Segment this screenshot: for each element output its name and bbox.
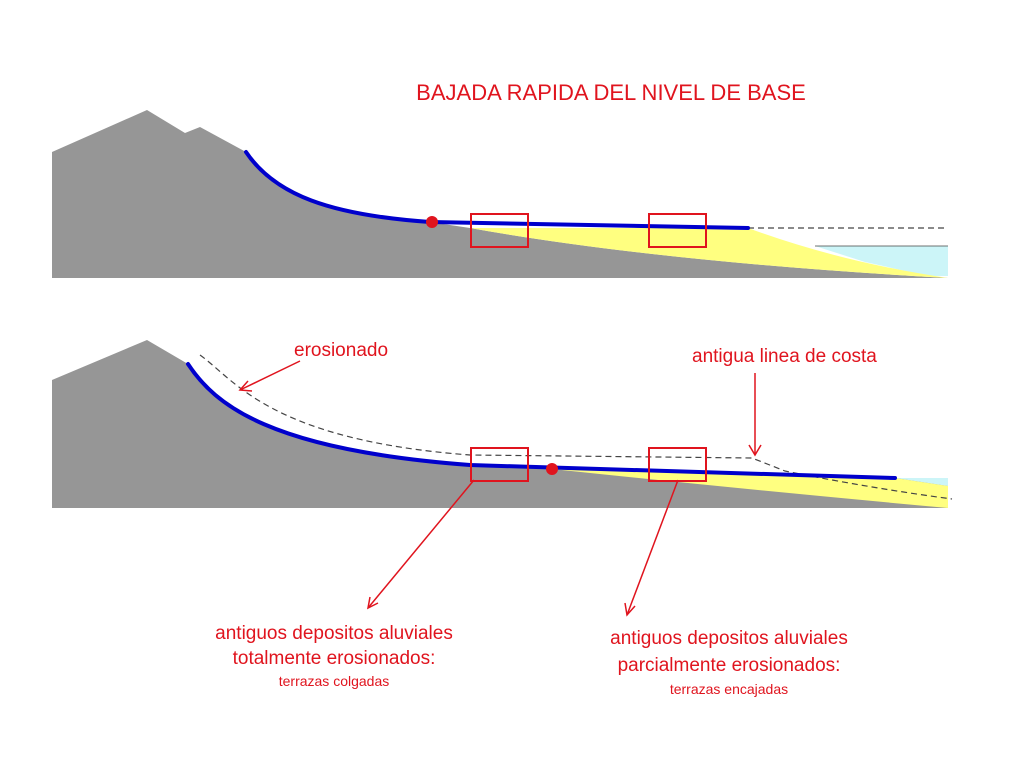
eroded-arrow: [239, 360, 301, 391]
left-note-line2: totalmente erosionados:: [233, 648, 436, 669]
right-note-line1: antiguos depositos aluviales: [610, 628, 848, 649]
annotations: erosionado antigua linea de costa antigu…: [215, 340, 877, 697]
bottom-left-terrace-box: [470, 447, 529, 482]
bottom-former-profile-dashed: [199, 354, 953, 500]
eroded-arrowhead: [238, 380, 253, 392]
top-mountain-terrain: [52, 110, 948, 278]
top-panel: [52, 110, 948, 278]
right-terrace-arrow: [626, 479, 679, 616]
bottom-mountain-terrain: [52, 340, 948, 508]
left-terrace-arrowhead: [366, 596, 379, 610]
top-river-profile: [244, 150, 750, 230]
top-right-terrace-box: [648, 213, 707, 248]
bottom-knickpoint-marker: [546, 463, 558, 475]
left-terrace-arrow: [367, 479, 475, 609]
diagram-title: BAJADA RAPIDA DEL NIVEL DE BASE: [416, 80, 806, 105]
right-note-subtitle: terrazas encajadas: [670, 681, 788, 697]
right-terrace-arrowhead: [624, 602, 636, 617]
bottom-river-profile: [186, 362, 897, 480]
top-alluvial-deposit: [470, 228, 948, 278]
eroded-label: erosionado: [294, 340, 388, 361]
bottom-alluvial-deposit: [552, 469, 948, 508]
left-note-subtitle: terrazas colgadas: [279, 673, 390, 689]
bottom-panel: [52, 340, 953, 508]
old-coastline-label: antigua linea de costa: [692, 346, 877, 367]
top-left-terrace-box: [470, 213, 529, 248]
top-knickpoint-marker: [426, 216, 438, 228]
old-coastline-arrowhead: [748, 444, 762, 457]
top-sea: [815, 246, 948, 276]
right-note-line2: parcialmente erosionados:: [618, 655, 841, 676]
left-note-line1: antiguos depositos aluviales: [215, 623, 453, 644]
